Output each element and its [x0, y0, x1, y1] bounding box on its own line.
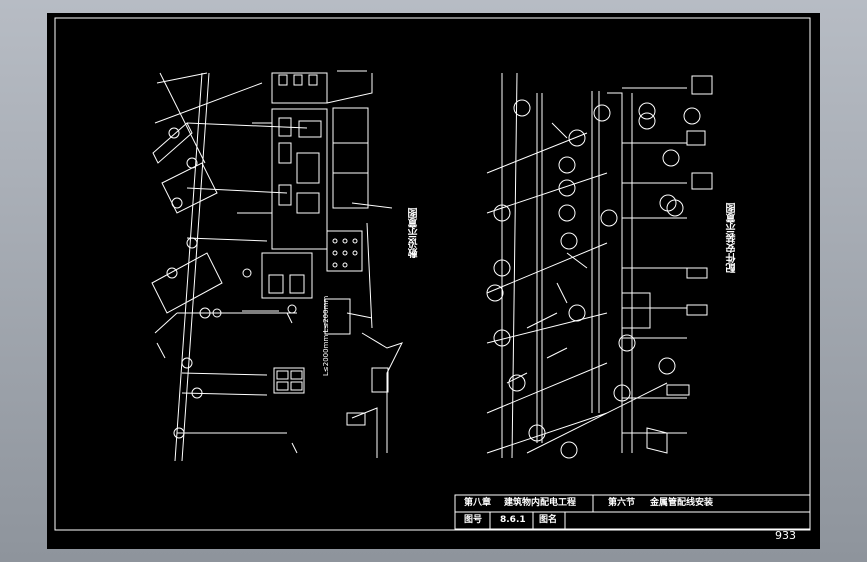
left-caption: 敷设示意图 [409, 208, 420, 258]
dimension-note: L≤2000mm L≤200mm [322, 295, 330, 376]
right-caption: 配件安装示意图 [727, 203, 738, 273]
chapter-label: 第八章 [464, 498, 492, 508]
drawing-border [54, 17, 811, 531]
section-label: 第六节 [608, 498, 636, 508]
title-block [454, 494, 811, 530]
figure-name-label: 图名 [539, 515, 558, 525]
cad-drawing [54, 17, 811, 531]
figure-number: 8.6.1 [500, 515, 526, 525]
left-diagram [151, 70, 403, 462]
figure-number-label: 图号 [464, 515, 483, 525]
drawing-sheet: 敷设示意图 配件安装示意图 L≤2000mm L≤200mm 第八章 建筑物内配… [47, 13, 820, 549]
section-title: 金属管配线安装 [650, 498, 714, 508]
page-number: 933 [775, 529, 796, 542]
right-diagram [486, 72, 713, 459]
chapter-title: 建筑物内配电工程 [504, 498, 577, 508]
